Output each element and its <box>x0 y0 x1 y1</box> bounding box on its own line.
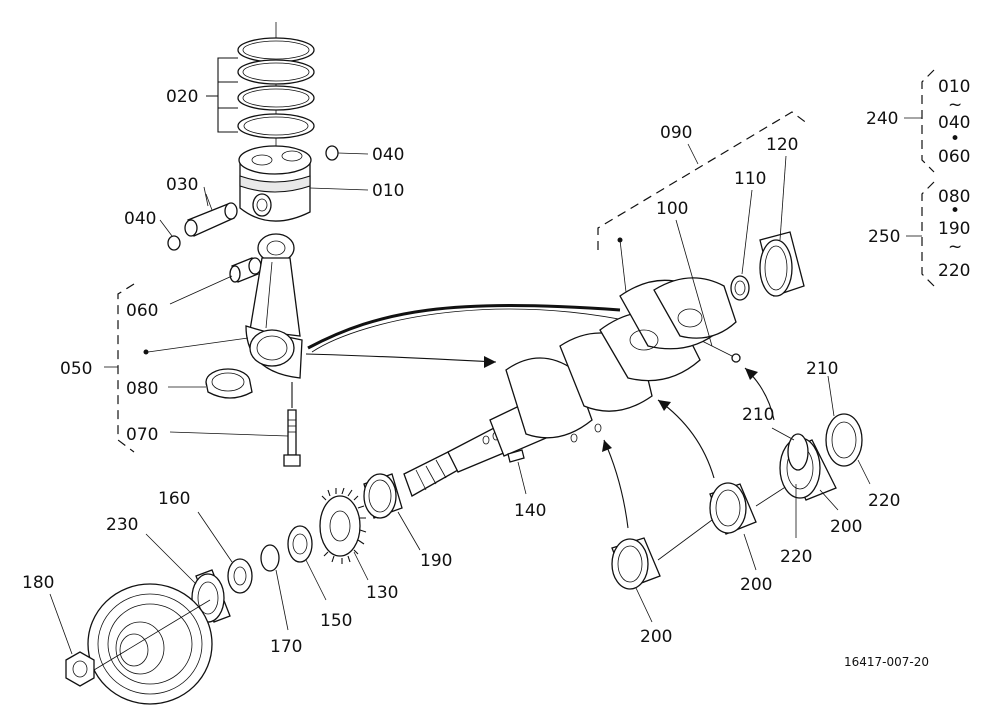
piston-rings <box>206 22 315 150</box>
set-250-legend: 080 • 190 ~ 220 <box>906 181 970 287</box>
thrust-washer <box>287 525 327 601</box>
set240-dot: • <box>950 129 960 149</box>
set250-tilde: ~ <box>948 237 962 257</box>
crankshaft <box>403 277 737 497</box>
label-060: 060 <box>126 301 158 321</box>
part-labels: 020 040 010 030 040 060 050 080 070 090 … <box>22 87 900 657</box>
thrust-washer-inner <box>771 427 809 471</box>
label-240: 240 <box>866 109 898 129</box>
set250-first: 080 <box>938 187 970 207</box>
collar <box>197 511 253 594</box>
label-120: 120 <box>766 135 798 155</box>
label-040-left: 040 <box>124 209 156 229</box>
bracket-090 <box>597 111 809 293</box>
label-210-right: 210 <box>806 359 838 379</box>
label-050: 050 <box>60 359 92 379</box>
label-110: 110 <box>734 169 766 189</box>
leader-100 <box>675 219 713 347</box>
crank-pulley <box>87 583 213 705</box>
label-080: 080 <box>126 379 158 399</box>
front-bushing <box>363 473 421 551</box>
label-190: 190 <box>420 551 452 571</box>
label-030: 030 <box>166 175 198 195</box>
set240-first: 010 <box>938 77 970 97</box>
bracket-050 <box>104 283 249 453</box>
label-210-left: 210 <box>742 405 774 425</box>
label-020: 020 <box>166 87 198 107</box>
label-070: 070 <box>126 425 158 445</box>
set240-tilde: ~ <box>948 95 962 115</box>
crankshaft-key <box>507 449 527 495</box>
o-ring <box>260 544 289 631</box>
label-220-lower: 220 <box>780 547 812 567</box>
label-220-right: 220 <box>868 491 900 511</box>
set250-dot: • <box>950 201 960 221</box>
label-230: 230 <box>106 515 138 535</box>
pilot-bearing <box>730 189 753 301</box>
label-180: 180 <box>22 573 54 593</box>
label-200-right: 200 <box>830 517 862 537</box>
main-bearing-housing-2 <box>709 482 791 571</box>
piston-pin <box>184 193 238 237</box>
crank-gear <box>319 487 369 581</box>
set250-third: 220 <box>938 261 970 281</box>
label-130: 130 <box>366 583 398 603</box>
figure-id: 16417-007-20 <box>844 655 929 669</box>
label-170: 170 <box>270 637 302 657</box>
thrust-washer-outer <box>795 375 871 538</box>
label-010: 010 <box>372 181 404 201</box>
connecting-rod <box>245 233 303 379</box>
label-090: 090 <box>660 123 692 143</box>
circlip-left <box>159 219 181 251</box>
piston <box>238 145 369 222</box>
label-200-middle: 200 <box>740 575 772 595</box>
label-100: 100 <box>656 199 688 219</box>
label-200-bottom: 200 <box>640 627 672 647</box>
set240-second: 040 <box>938 113 970 133</box>
main-bearing-housing-1 <box>611 519 713 623</box>
set250-second: 190 <box>938 219 970 239</box>
crankpin-bearing <box>168 368 253 399</box>
label-150: 150 <box>320 611 352 631</box>
rod-bolt <box>169 382 301 467</box>
pulley-nut <box>49 593 95 687</box>
small-end-bushing <box>169 257 262 305</box>
set240-third: 060 <box>938 147 970 167</box>
label-250: 250 <box>868 227 900 247</box>
set-240-legend: 010 ~ 040 • 060 <box>904 69 970 173</box>
circlip-right <box>325 145 369 161</box>
label-040-right: 040 <box>372 145 404 165</box>
leader-lines <box>203 186 209 207</box>
label-160: 160 <box>158 489 190 509</box>
rear-bushing <box>759 155 805 297</box>
label-140: 140 <box>514 501 546 521</box>
